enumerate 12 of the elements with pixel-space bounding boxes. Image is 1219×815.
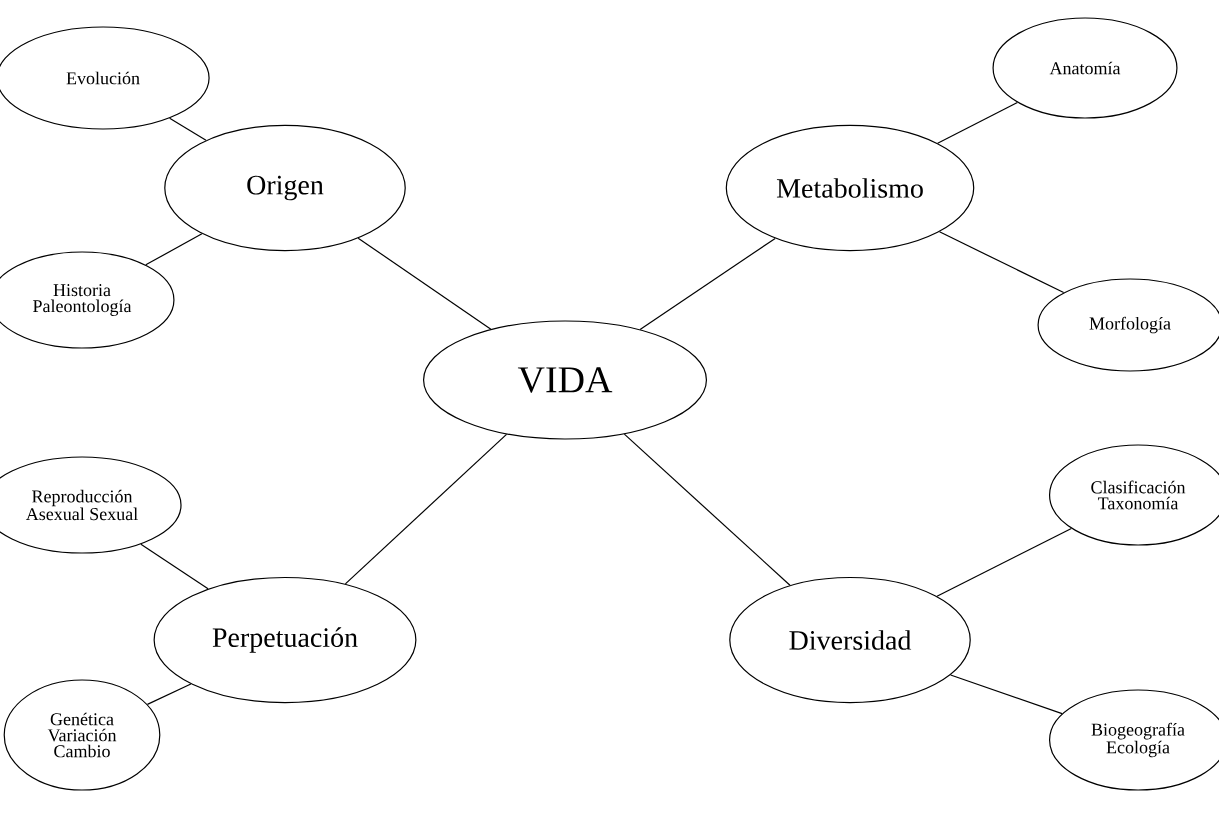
connector-line xyxy=(140,543,209,590)
connector-line xyxy=(950,674,1063,715)
connector-line xyxy=(936,527,1072,597)
connector-line xyxy=(146,683,192,705)
connector-line xyxy=(169,117,207,141)
connector-line xyxy=(623,433,791,586)
connector-line xyxy=(639,237,776,331)
connector-line xyxy=(344,433,508,585)
connector-line xyxy=(937,101,1018,144)
connector-line xyxy=(357,237,492,330)
connector-line xyxy=(938,231,1065,294)
connector-line xyxy=(145,233,203,266)
